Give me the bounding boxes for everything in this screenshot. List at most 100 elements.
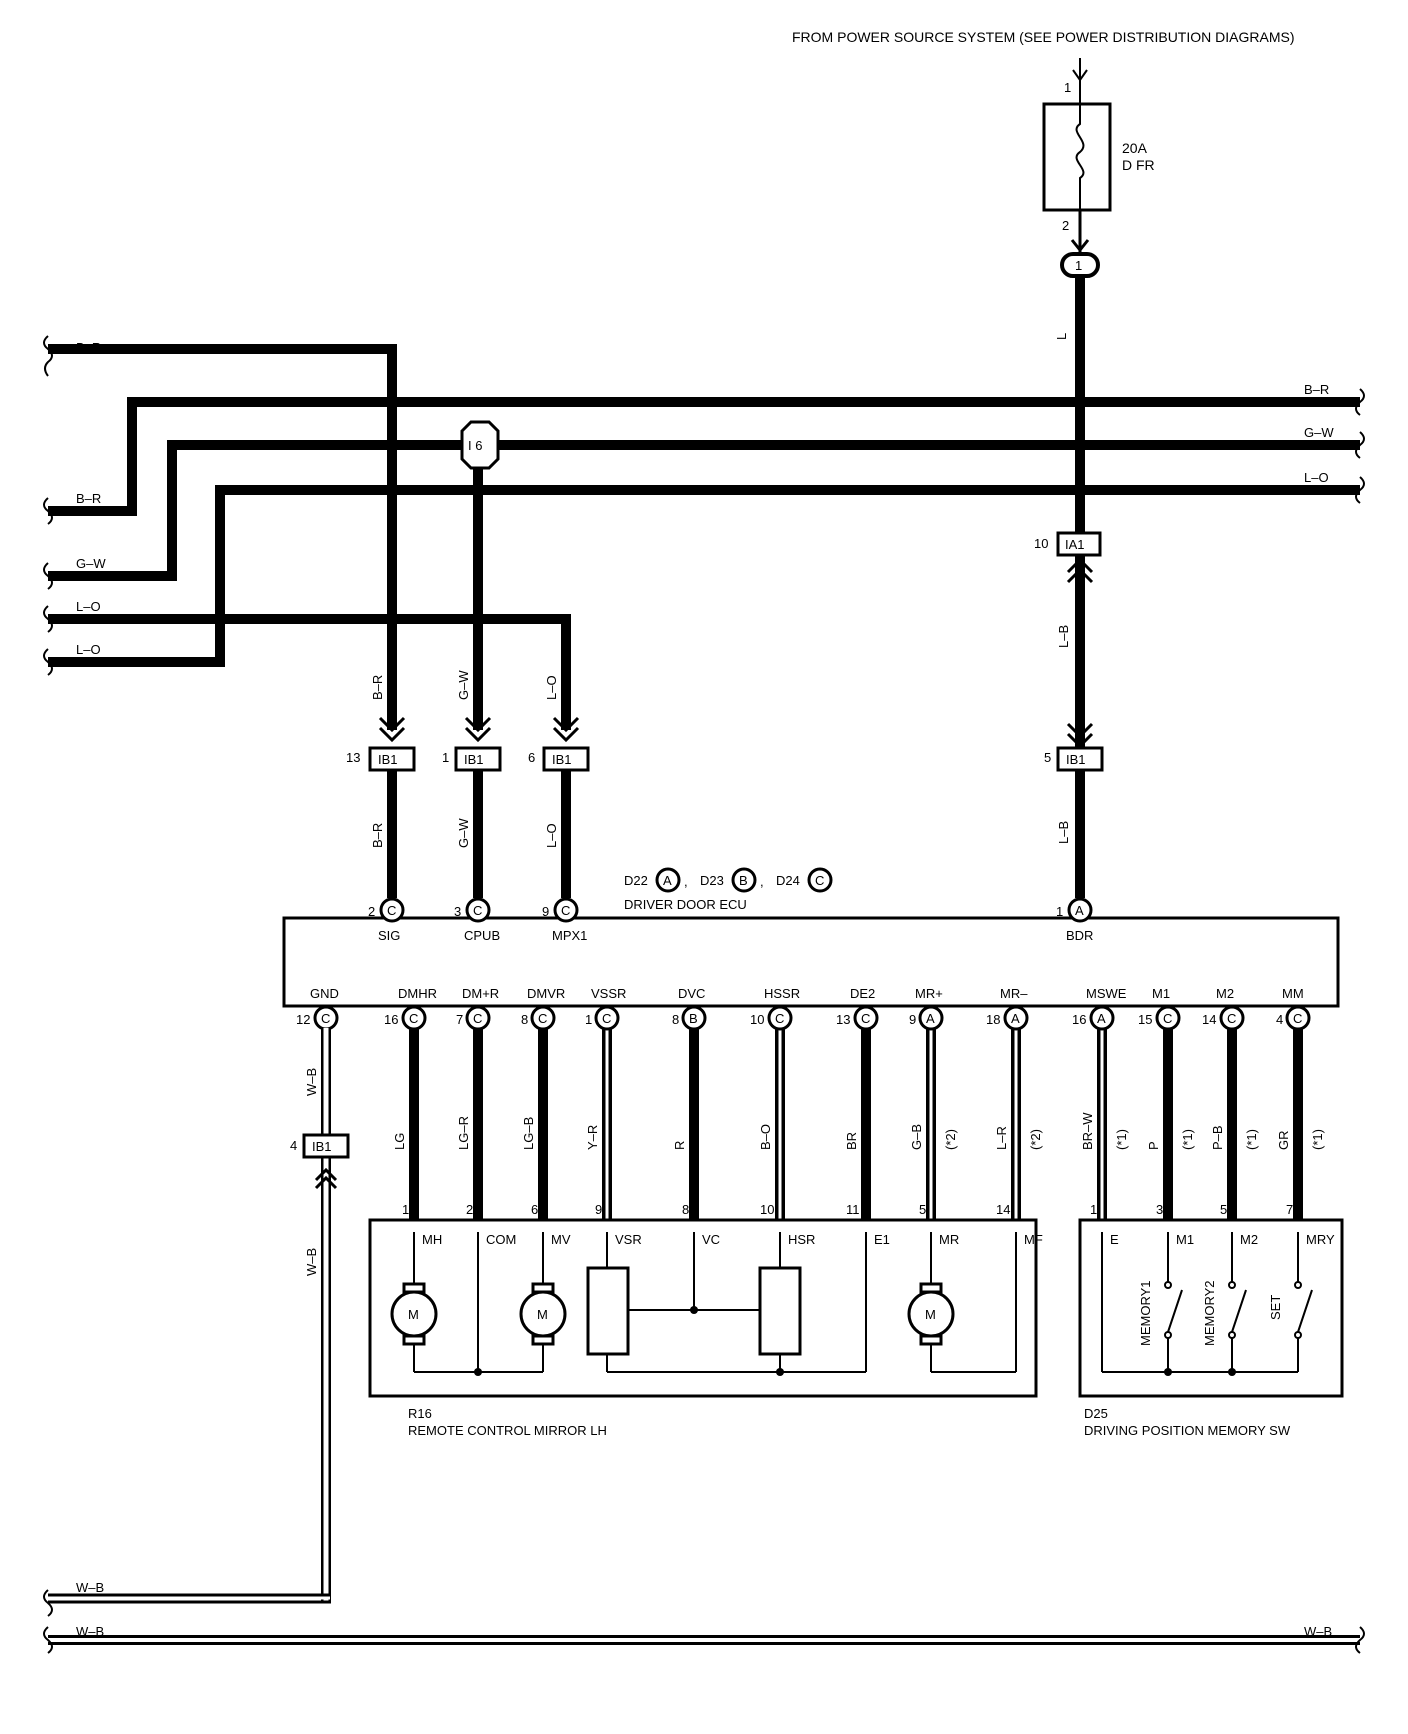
mpx1-upper-label: L–O	[544, 675, 559, 700]
ecu-bottom-pin-name: HSSR	[764, 986, 800, 1001]
power-source-label: FROM POWER SOURCE SYSTEM (SEE POWER DIST…	[792, 29, 1294, 45]
ecu-bottom-pin-conn: C	[1227, 1011, 1236, 1026]
ecu-bottom-pin-number: 18	[986, 1012, 1000, 1027]
sig-lower-label: B–R	[370, 823, 385, 848]
ecu-wire-color: BR–W	[1080, 1112, 1095, 1150]
driver-door-ecu-box	[282, 916, 1340, 1008]
memory-sw-name: DRIVING POSITION MEMORY SW	[1084, 1423, 1291, 1438]
memory-sw-pin-number: 7	[1286, 1202, 1293, 1217]
mirror-pin: 6MV	[531, 1202, 571, 1247]
memory-sw-pin-name: E	[1110, 1232, 1119, 1247]
mirror-pin: 8VC	[682, 1202, 720, 1247]
ecu-top-pin-conn: A	[1075, 903, 1084, 918]
wire-lo-mpx1	[48, 614, 571, 730]
ecu-wire-color: LG	[392, 1133, 407, 1150]
ref-comma-1: ,	[684, 874, 688, 889]
mirror-pin-name: MF	[1024, 1232, 1043, 1247]
ecu-bottom-pin-name: DVC	[678, 986, 705, 1001]
wire-lo-bus	[48, 485, 1360, 667]
ecu-bottom-pin-conn: C	[1293, 1011, 1302, 1026]
mirror-pin-name: MH	[422, 1232, 442, 1247]
ecu-bottom-pin-conn: C	[775, 1011, 784, 1026]
mirror-pin: 1MH	[402, 1202, 442, 1247]
ecu-bottom-pin-circle	[1285, 1005, 1311, 1031]
mirror-pin-name: COM	[486, 1232, 516, 1247]
ecu-top-pin-number: 1	[1056, 904, 1063, 919]
mirror-pin-name: MR	[939, 1232, 959, 1247]
ecu-bottom-pin-number: 8	[521, 1012, 528, 1027]
ib1-arrows	[378, 716, 1094, 749]
memory-sw-id: D25	[1084, 1406, 1108, 1421]
splice-i6	[460, 420, 500, 470]
ecu-bottom-pin-name: M1	[1152, 986, 1170, 1001]
cpub-lower-label: G–W	[456, 818, 471, 848]
ecu-wire-color: L–R	[994, 1126, 1009, 1150]
ecu-top-pin-circle	[465, 897, 491, 923]
ia1-arrow-icon	[1066, 557, 1094, 584]
mirror-junction-dots	[474, 1306, 784, 1376]
ib1-name-mpx1: IB1	[552, 752, 572, 767]
left-wire-label-4: L–O	[76, 599, 101, 614]
splice-i6-label: I 6	[468, 438, 482, 453]
gnd-lower-label: W–B	[304, 1248, 319, 1276]
ecu-bottom-pin-name: MSWE	[1086, 986, 1127, 1001]
right-wire-label-3: L–O	[1304, 470, 1329, 485]
fuse-pin-in: 1	[1064, 80, 1071, 95]
fuse-name: D FR	[1122, 157, 1155, 173]
mirror-name: REMOTE CONTROL MIRROR LH	[408, 1423, 607, 1438]
ecu-bottom-pin-conn: A	[1097, 1011, 1106, 1026]
left-wire-label-3: G–W	[76, 556, 106, 571]
bottom-wire-label-2: W–B	[76, 1624, 104, 1639]
ecu-wire-note: (*1)	[1114, 1129, 1129, 1150]
ecu-bottom-pin-circle	[681, 1005, 707, 1031]
mirror-pin: 5MR	[919, 1202, 959, 1247]
ecu-bottom-pin-name: MR+	[915, 986, 943, 1001]
left-wire-label-5: L–O	[76, 642, 101, 657]
ecu-bottom-pin-circle	[1219, 1005, 1245, 1031]
fuse-out-arrow-icon	[1070, 239, 1090, 253]
ecu-bottom-pin-conn: C	[473, 1011, 482, 1026]
ib1-pin-5: 5	[1044, 750, 1051, 765]
ecu-wire-color: G–B	[909, 1124, 924, 1150]
ecu-wire-note: (*1)	[1244, 1129, 1259, 1150]
ecu-top-pin-number: 9	[542, 904, 549, 919]
ecu-bottom-pin-name: MR–	[1000, 986, 1028, 1001]
gnd-upper-label: W–B	[304, 1068, 319, 1096]
fuse-pin-out: 2	[1062, 218, 1069, 233]
switch-memory2: MEMORY2	[1202, 1281, 1217, 1347]
mirror-pin-number: 1	[402, 1202, 409, 1217]
fuse-box	[1042, 102, 1112, 212]
ref-d22: D22	[624, 873, 648, 888]
ecu-bottom-pin-circle	[530, 1005, 556, 1031]
switch-set: SET	[1268, 1295, 1283, 1320]
mirror-pin-number: 11	[846, 1202, 860, 1217]
ref-d24: D24	[776, 873, 800, 888]
ecu-wire-color: LG–R	[456, 1116, 471, 1150]
ia1-name: IA1	[1065, 537, 1085, 552]
ecu-bottom-pin-number: 8	[672, 1012, 679, 1027]
ecu-bottom-pin-circle	[401, 1005, 427, 1031]
ecu-bottom-pin-number: 7	[456, 1012, 463, 1027]
mirror-pin-name: MV	[551, 1232, 571, 1247]
ecu-top-pin-number: 3	[454, 904, 461, 919]
ecu-bottom-pin-name: DMVR	[527, 986, 565, 1001]
mirror-pin-number: 5	[919, 1202, 926, 1217]
memory-sw-pin-number: 1	[1090, 1202, 1097, 1217]
ecu-bottom-pin-conn: A	[1011, 1011, 1020, 1026]
ecu-wire-note: (*1)	[1310, 1129, 1325, 1150]
memory-sw-internal	[1101, 1232, 1313, 1373]
ecu-bottom-pin-number: 9	[909, 1012, 916, 1027]
ib1-name-sig: IB1	[378, 752, 398, 767]
memory-sw-pin-name: MRY	[1306, 1232, 1335, 1247]
mirror-pin-number: 6	[531, 1202, 538, 1217]
ecu-bottom-pin-conn: B	[689, 1011, 698, 1026]
ib1-gnd-arrow-icon	[314, 1167, 338, 1190]
ecu-bottom-pin-circle	[465, 1005, 491, 1031]
